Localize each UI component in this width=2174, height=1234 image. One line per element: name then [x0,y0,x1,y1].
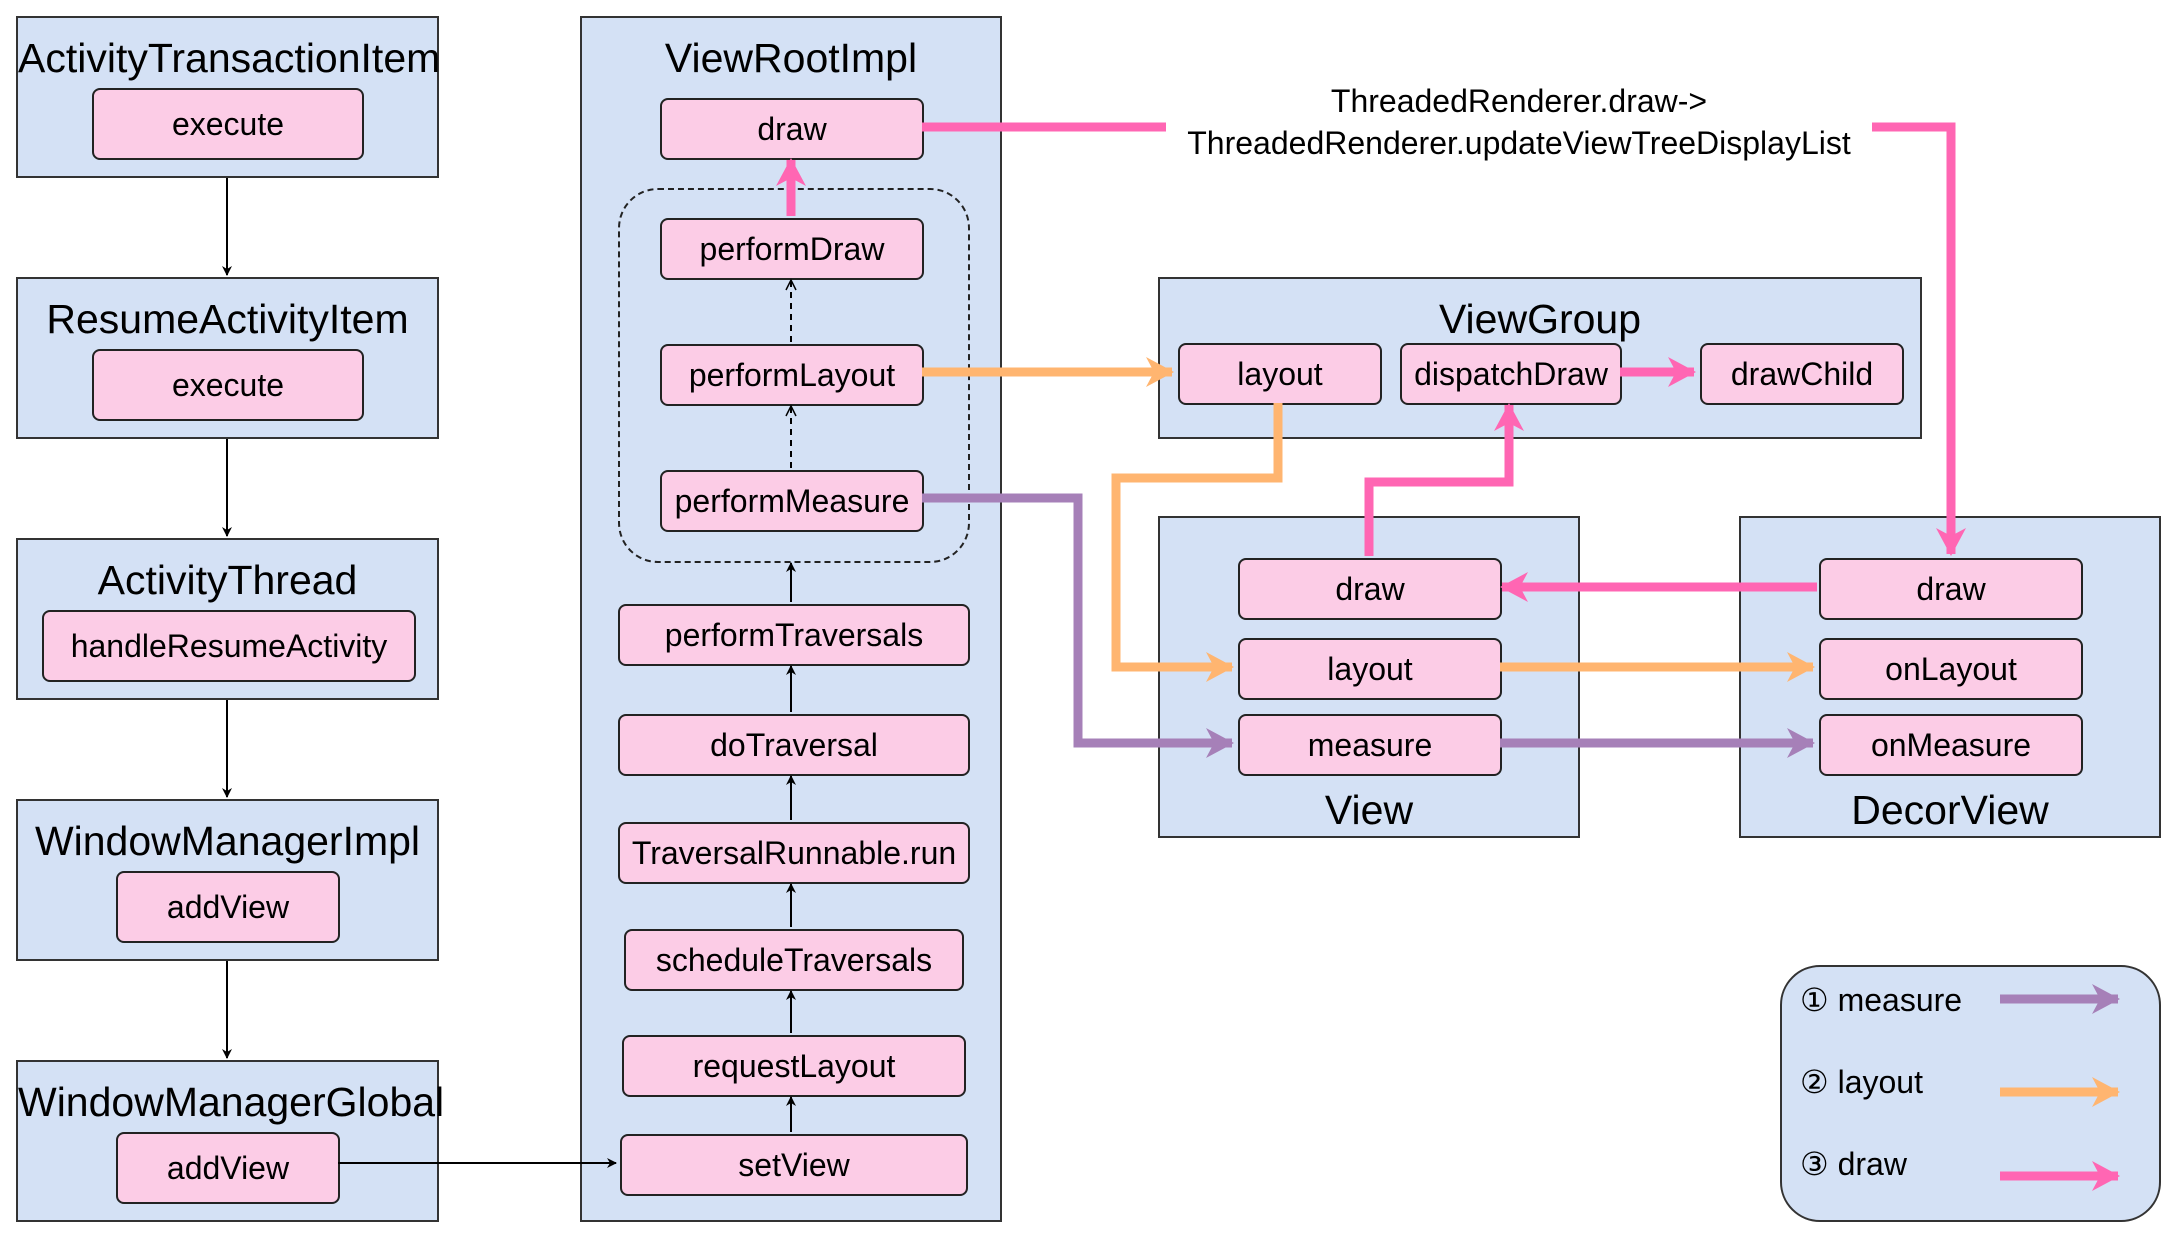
legend-layout: ② layout [1800,1064,1923,1100]
edge-label-line-1: ThreadedRenderer.draw-> [1330,83,1708,119]
edge-label-threaded-renderer: ThreadedRenderer.draw-> ThreadedRenderer… [1166,80,1872,164]
group-title: View [1324,787,1414,833]
group-title: DecorView [1851,787,2049,833]
edge-draw-to-decorview-draw-right [1872,122,1966,556]
legend-draw: ③ draw [1800,1146,1907,1182]
node-dispatch-draw: dispatchDraw [1400,343,1622,405]
node-layout: layout [1238,638,1502,700]
group-window-manager-impl: WindowManagerImpl addView [16,799,439,961]
edge-view-draw-to-dispatchdraw [1364,403,1524,556]
group-title: ActivityThread [97,557,358,603]
node-request-layout: requestLayout [622,1035,966,1097]
node-perform-measure: performMeasure [660,470,924,532]
group-resume-activity-item: ResumeActivityItem execute [16,277,439,439]
node-set-view: setView [620,1134,968,1196]
edge-label-line-2: ThreadedRenderer.updateViewTreeDisplayLi… [1187,125,1851,161]
legend-measure: ① measure [1800,982,1963,1018]
node-draw: draw [660,98,924,160]
group-title: WindowManagerImpl [34,818,421,864]
node-on-measure: onMeasure [1819,714,2083,776]
group-title: ViewRootImpl [664,35,918,81]
group-title: ResumeActivityItem [46,296,409,342]
group-window-manager-global: WindowManagerGlobal addView [16,1060,445,1222]
node-handle-resume-activity: handleResumeActivity [42,610,416,682]
node-draw-child: drawChild [1700,343,1904,405]
node-execute: execute [92,88,364,160]
node-layout: layout [1178,343,1382,405]
group-title: ActivityTransactionItem [18,35,441,81]
node-schedule-traversals: scheduleTraversals [624,929,964,991]
node-traversal-runnable-run: TraversalRunnable.run [618,822,970,884]
group-view-root-impl: ViewRootImpl draw performDraw performLay… [580,16,1002,1222]
node-on-layout: onLayout [1819,638,2083,700]
group-title: ViewGroup [1438,296,1642,342]
node-draw: draw [1238,558,1502,620]
node-execute: execute [92,349,364,421]
edge-performmeasure-to-measure [922,493,1234,758]
node-perform-traversals: performTraversals [618,604,970,666]
node-add-view: addView [116,871,340,943]
group-view: draw layout measure View [1158,516,1580,838]
node-measure: measure [1238,714,1502,776]
node-add-view: addView [116,1132,340,1204]
group-activity-thread: ActivityThread handleResumeActivity [16,538,439,700]
node-draw: draw [1819,558,2083,620]
group-activity-transaction-item: ActivityTransactionItem execute [16,16,441,178]
group-view-group: ViewGroup layout dispatchDraw drawChild [1158,277,1922,439]
group-title: WindowManagerGlobal [18,1079,445,1125]
node-perform-draw: performDraw [660,218,924,280]
edge-vg-layout-to-view-layout [1111,403,1283,682]
